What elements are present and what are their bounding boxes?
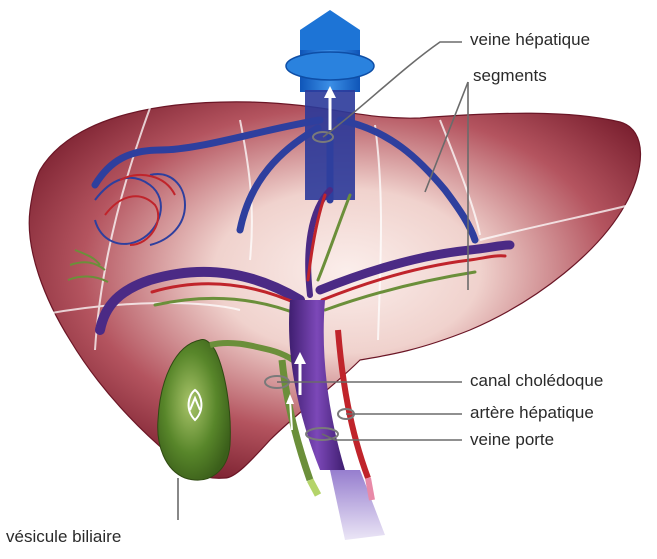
- label-segments: segments: [473, 67, 547, 84]
- label-gallbladder: vésicule biliaire: [6, 528, 121, 545]
- label-portal-vein: veine porte: [470, 431, 554, 448]
- label-bile-duct: canal cholédoque: [470, 372, 603, 389]
- label-hepatic-vein: veine hépatique: [470, 31, 590, 48]
- label-hepatic-artery: artère hépatique: [470, 404, 594, 421]
